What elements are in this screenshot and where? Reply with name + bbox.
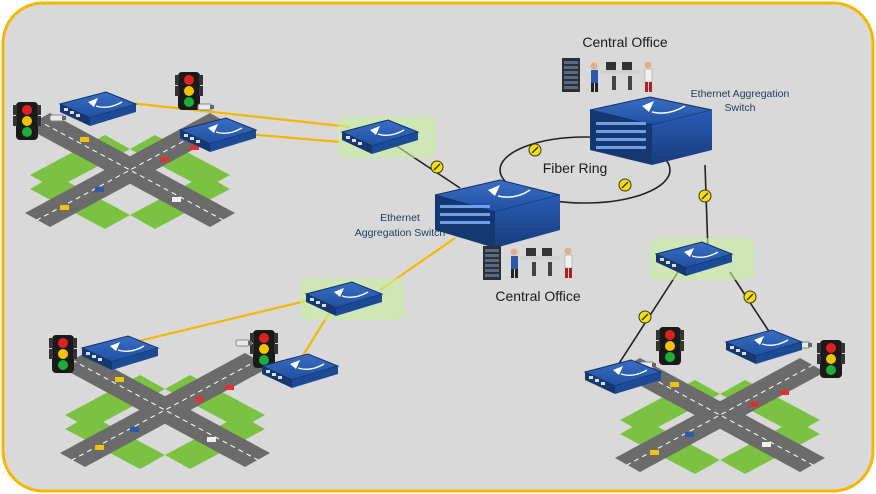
label-eth-agg-left-line2: Aggregation Switch xyxy=(355,227,446,239)
aggregation-switch-right xyxy=(589,96,713,165)
label-eth-agg-right-line2: Switch xyxy=(725,102,756,114)
traffic-light-icon xyxy=(49,335,77,373)
fiber-marker-icon xyxy=(528,143,542,157)
traffic-light-icon xyxy=(13,102,41,140)
edge-switch-top-left xyxy=(338,116,436,158)
link-agg-to-right-edge xyxy=(704,164,709,253)
fiber-ring xyxy=(499,136,671,204)
label-central-office-bottom: Central Office xyxy=(495,288,581,304)
camera-icon xyxy=(49,114,67,122)
fiber-marker-icon xyxy=(743,290,757,304)
edge-switch-right xyxy=(650,238,754,280)
link-tl-switch1-to-edge xyxy=(129,101,351,129)
fiber-marker-icon xyxy=(698,189,712,203)
server-rack-icon xyxy=(562,58,580,92)
camera-icon xyxy=(197,103,215,111)
label-eth-agg-left-line1: Ethernet xyxy=(380,212,420,224)
edge-switch-bottom-left xyxy=(300,278,404,320)
traffic-light-icon xyxy=(817,340,845,378)
label-eth-agg-right-line1: Ethernet Aggregation xyxy=(691,88,790,100)
label-central-office-top: Central Office xyxy=(582,34,668,50)
link-bl-switch1-to-edge xyxy=(117,298,311,348)
fiber-marker-icon xyxy=(618,178,632,192)
aggregation-switch-left xyxy=(434,179,561,248)
server-rack-icon xyxy=(483,246,501,280)
traffic-light-icon xyxy=(656,327,684,365)
fiber-marker-icon xyxy=(430,160,444,174)
label-fiber-ring: Fiber Ring xyxy=(543,160,608,176)
link-right-edge-to-switch2 xyxy=(729,271,773,337)
camera-icon xyxy=(235,339,253,347)
traffic-light-icon xyxy=(250,330,278,368)
fiber-marker-icon xyxy=(638,310,652,324)
